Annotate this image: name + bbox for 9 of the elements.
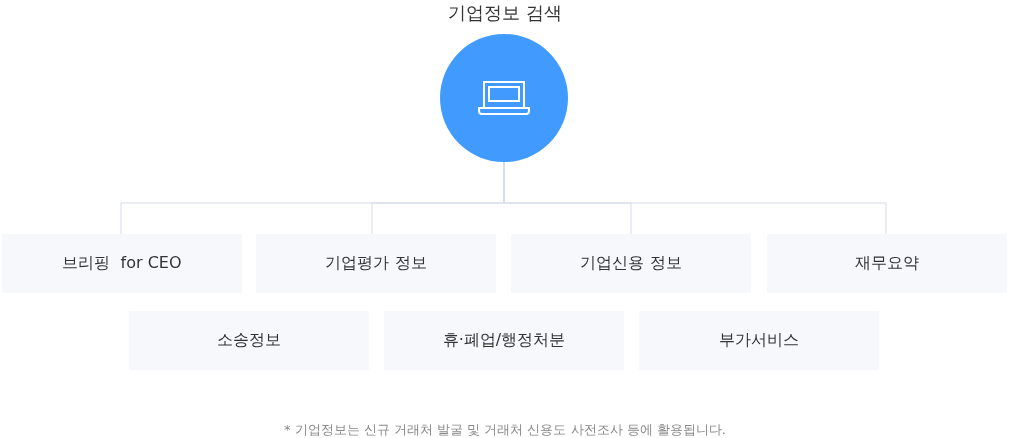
category-box: 재무요약	[767, 234, 1007, 293]
category-box: 브리핑 for CEO	[2, 234, 242, 293]
category-box: 부가서비스	[639, 311, 879, 370]
footnote: * 기업정보는 신규 거래처 발굴 및 거래처 신용도 사전조사 등에 활용됩니다.	[283, 421, 727, 438]
category-box: 기업평가 정보	[256, 234, 496, 293]
category-box: 소송정보	[129, 311, 369, 370]
heading: 기업정보 검색	[447, 1, 563, 25]
category-box: 기업신용 정보	[511, 234, 751, 293]
category-box: 휴·폐업/행정처분	[384, 311, 624, 370]
